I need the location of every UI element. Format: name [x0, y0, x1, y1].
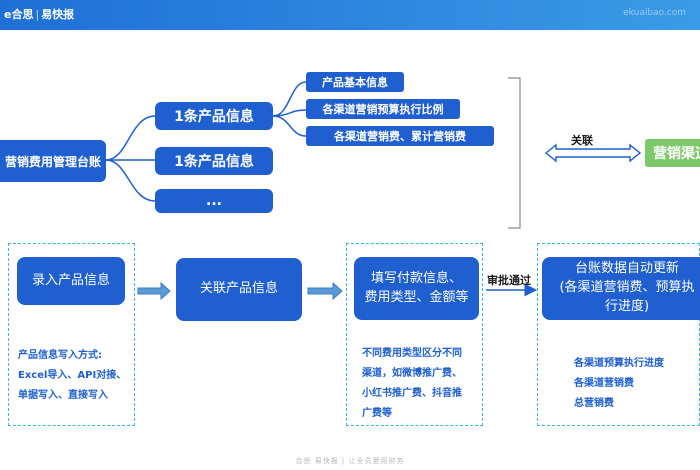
- note-line: 产品信息写入方式:: [18, 350, 102, 361]
- record-node-3: ...: [155, 189, 273, 213]
- logo-brand: e合思: [4, 8, 34, 21]
- flow-step-2: 关联产品信息: [176, 258, 302, 321]
- link-record-attr2: [272, 109, 307, 117]
- note-line: 广费等: [362, 408, 392, 419]
- link-record-attr3: [272, 115, 307, 137]
- flow-arrow-1: [137, 281, 171, 301]
- approval-label: 审批通过: [487, 274, 531, 287]
- flow-step-1: 录入产品信息: [17, 257, 125, 305]
- note-line: 小红书推广费、抖音推: [362, 388, 462, 399]
- attr-pill-1: 产品基本信息: [306, 72, 404, 92]
- attr-pill-2: 各渠道营销预算执行比例: [306, 99, 460, 119]
- root-node: 营销费用管理台账: [0, 140, 106, 182]
- step1-notes: 产品信息写入方式: Excel导入、API对接、 单据写入、直接写入: [18, 346, 126, 406]
- step3-container: [346, 243, 483, 426]
- footer-text: 合思 易快报 | 让全员爱用财务: [295, 457, 405, 465]
- note-line: 各渠道预算执行进度: [574, 358, 664, 369]
- note-line: 渠道，如微博推广费、: [362, 368, 462, 379]
- note-line: 单据写入、直接写入: [18, 390, 108, 401]
- link-record-attr1: [272, 81, 307, 117]
- step1-container: [8, 243, 135, 426]
- relation-arrow: [544, 143, 642, 163]
- record-node-2: 1条产品信息: [155, 147, 273, 175]
- relation-label: 关联: [571, 134, 593, 147]
- attr-pill-3: 各渠道营销费、累计营销费: [306, 126, 494, 146]
- flow-step-3: 填写付款信息、 费用类型、金额等: [354, 257, 479, 320]
- note-line: Excel导入、API对接、: [18, 370, 127, 381]
- link-root-record3: [105, 159, 156, 202]
- flow-step-4: 台账数据自动更新 (各渠道营销费、预算执行进度): [542, 257, 700, 320]
- link-root-record1: [105, 115, 156, 161]
- record-node-1: 1条产品信息: [155, 102, 273, 130]
- header-url: ekuaibao.com: [623, 8, 686, 18]
- channel-box: 营销渠道: [645, 139, 700, 167]
- bracket: [508, 77, 521, 229]
- note-line: 各渠道营销费: [574, 378, 634, 389]
- step4-notes: 各渠道预算执行进度 各渠道营销费 总营销费: [574, 354, 664, 414]
- brand-logo: e合思|易快报: [4, 8, 75, 21]
- note-line: 总营销费: [574, 398, 614, 409]
- flow-arrow-2: [307, 281, 343, 301]
- step3-notes: 不同费用类型区分不同 渠道，如微博推广费、 小红书推广费、抖音推 广费等: [362, 344, 462, 424]
- logo-product: 易快报: [41, 8, 75, 21]
- header-bar: [0, 0, 700, 30]
- note-line: 不同费用类型区分不同: [362, 348, 462, 359]
